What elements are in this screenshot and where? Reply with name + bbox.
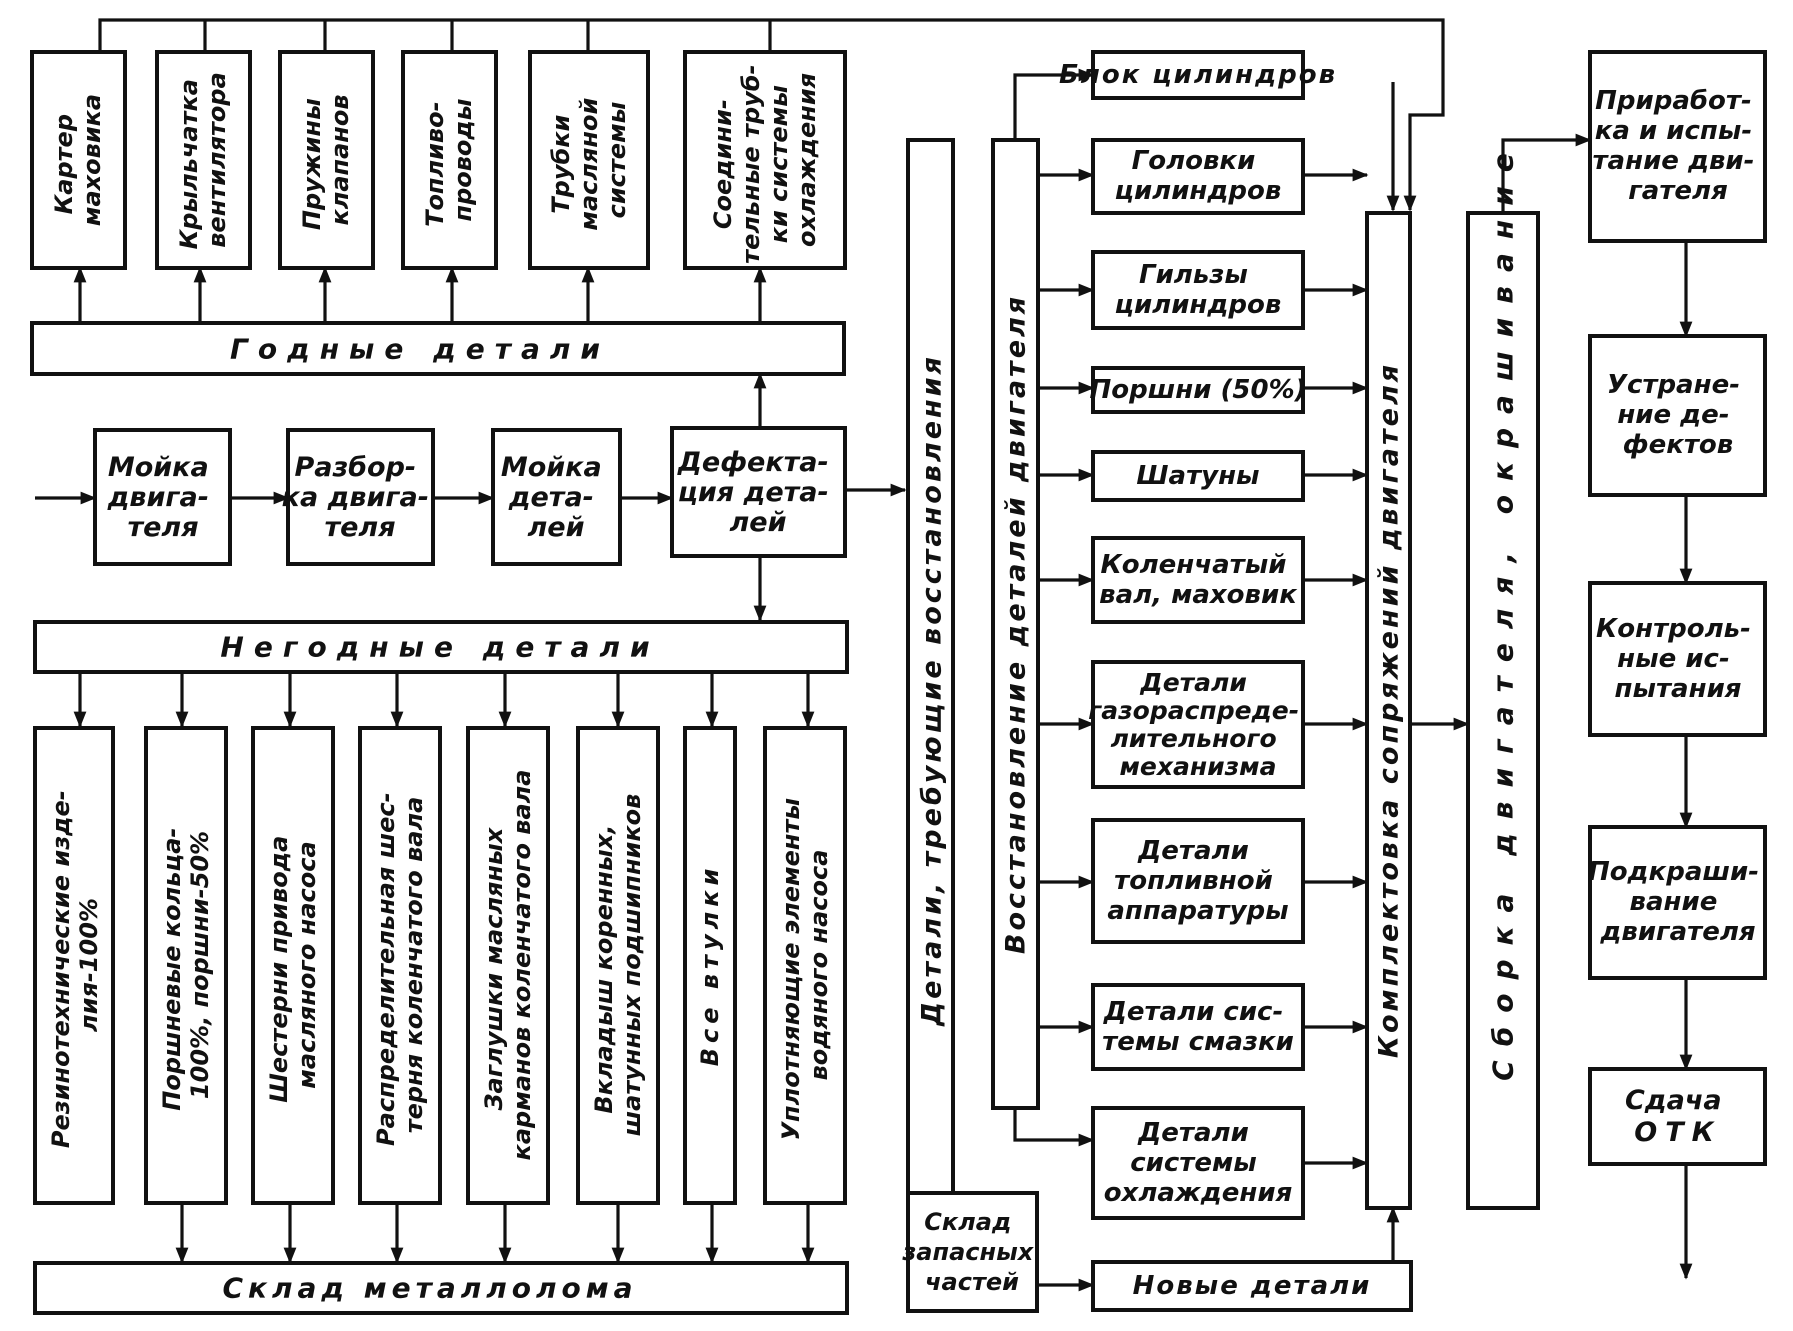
scrap-box-label-8: Уплотняющие элементы водяного насоса xyxy=(777,790,833,1141)
restoration-column: Восстановление деталей двигателя xyxy=(991,138,1040,1110)
scrap-warehouse-bar: Склад металлолома xyxy=(33,1261,849,1315)
restored-part-5: Шатуны xyxy=(1136,461,1259,491)
restored-part-6: Коленчатый вал, маховик xyxy=(1099,550,1298,610)
restored-part-3: Гильзы цилиндров xyxy=(1115,260,1282,320)
bad-parts-bar: Негодные детали xyxy=(33,620,849,674)
top-box-label-5: Трубки масляной системы xyxy=(547,89,631,230)
connector-lines xyxy=(35,18,1693,1292)
top-box-label-3: Пружины клапанов xyxy=(298,90,354,230)
process-step-2: Разбор- ка двига- теля xyxy=(282,452,439,543)
restoration-label: Восстановление деталей двигателя xyxy=(1001,294,1032,954)
process-step-1: Мойка двига- теля xyxy=(107,452,219,543)
scrap-warehouse-label: Склад металлолома xyxy=(222,1272,637,1305)
scrap-box-label-7: Все втулки xyxy=(696,864,724,1067)
final-step-5: Сдача ОТК xyxy=(1625,1085,1731,1148)
top-box-label-6: Соедини- тельные труб- ки системы охлажд… xyxy=(709,56,821,264)
restored-part-7: Детали газораспреде- лительного механизм… xyxy=(1088,668,1308,781)
new-parts-bar: Новые детали xyxy=(1091,1260,1413,1312)
scrap-box-label-3: Шестерни привода масляного насоса xyxy=(265,827,321,1102)
restored-part-8: Детали топливной аппаратуры xyxy=(1107,836,1288,926)
restored-part-2: Головки цилиндров xyxy=(1115,146,1282,206)
good-parts-label: Годные детали xyxy=(230,333,610,366)
top-box-label-1: Картер маховика xyxy=(50,94,106,226)
spare-warehouse: Склад запасных частей xyxy=(901,1191,1041,1313)
scrap-box-label-5: Заглушки масляных карманов коленчатого в… xyxy=(480,770,536,1161)
good-parts-bar: Годные детали xyxy=(30,321,846,376)
spare-warehouse-label: Склад запасных частей xyxy=(901,1208,1041,1296)
process-step-3: Мойка дета- лей xyxy=(501,452,611,543)
final-step-1: Приработ- ка и испы- тание дви- гателя xyxy=(1592,86,1763,206)
assembly-label: Сборка двигателя, окрашивание xyxy=(1487,139,1520,1081)
final-steps: Приработ- ка и испы- тание дви- гателя У… xyxy=(1588,50,1768,1166)
kitting-label: Комплектовка сопряжений двигателя xyxy=(1374,362,1405,1058)
scrap-box-label-4: Распределительная шес- терня коленчатого… xyxy=(372,784,428,1146)
assembly-column: Сборка двигателя, окрашивание xyxy=(1466,139,1540,1210)
process-step-4: Дефекта- ция дета- лей xyxy=(677,447,838,538)
final-step-3: Контроль- ные ис- пытания xyxy=(1596,614,1760,704)
top-box-label-4: Топливо- проводы xyxy=(421,93,477,227)
restored-parts: Блок цилиндров Головки цилиндров Гильзы … xyxy=(1059,50,1337,1220)
new-parts-label: Новые детали xyxy=(1133,1271,1372,1301)
final-step-2: Устране- ние де- фектов xyxy=(1607,370,1749,460)
restore-required-column: Детали, требующие восстановления xyxy=(906,138,955,1294)
scrap-box-label-6: Вкладыш коренных, шатунных подшипников xyxy=(590,794,646,1137)
restored-part-9: Детали сис- темы смазки xyxy=(1102,997,1294,1057)
scrap-box-label-1: Резинотехнические изде- лия-100% xyxy=(47,782,103,1148)
restored-part-10: Детали системы охлаждения xyxy=(1104,1118,1293,1208)
good-parts-targets: Картер маховика Крыльчатка вентилятора П… xyxy=(30,50,847,270)
final-step-4: Подкраши- вание двигателя xyxy=(1588,857,1768,947)
restored-part-4: Поршни (50%) xyxy=(1089,375,1306,405)
scrap-boxes: Резинотехнические изде- лия-100% Поршнев… xyxy=(33,726,847,1205)
scrap-box-label-2: Поршневые кольца- 100%, поршни-50% xyxy=(158,819,214,1110)
bad-parts-label: Негодные детали xyxy=(220,631,659,664)
restore-required-label: Детали, требующие восстановления xyxy=(917,354,948,1027)
restored-part-1: Блок цилиндров xyxy=(1059,60,1337,90)
top-box-label-2: Крыльчатка вентилятора xyxy=(175,71,231,250)
kitting-column: Комплектовка сопряжений двигателя xyxy=(1365,211,1412,1210)
process-chain: Мойка двига- теля Разбор- ка двига- теля… xyxy=(93,426,847,566)
